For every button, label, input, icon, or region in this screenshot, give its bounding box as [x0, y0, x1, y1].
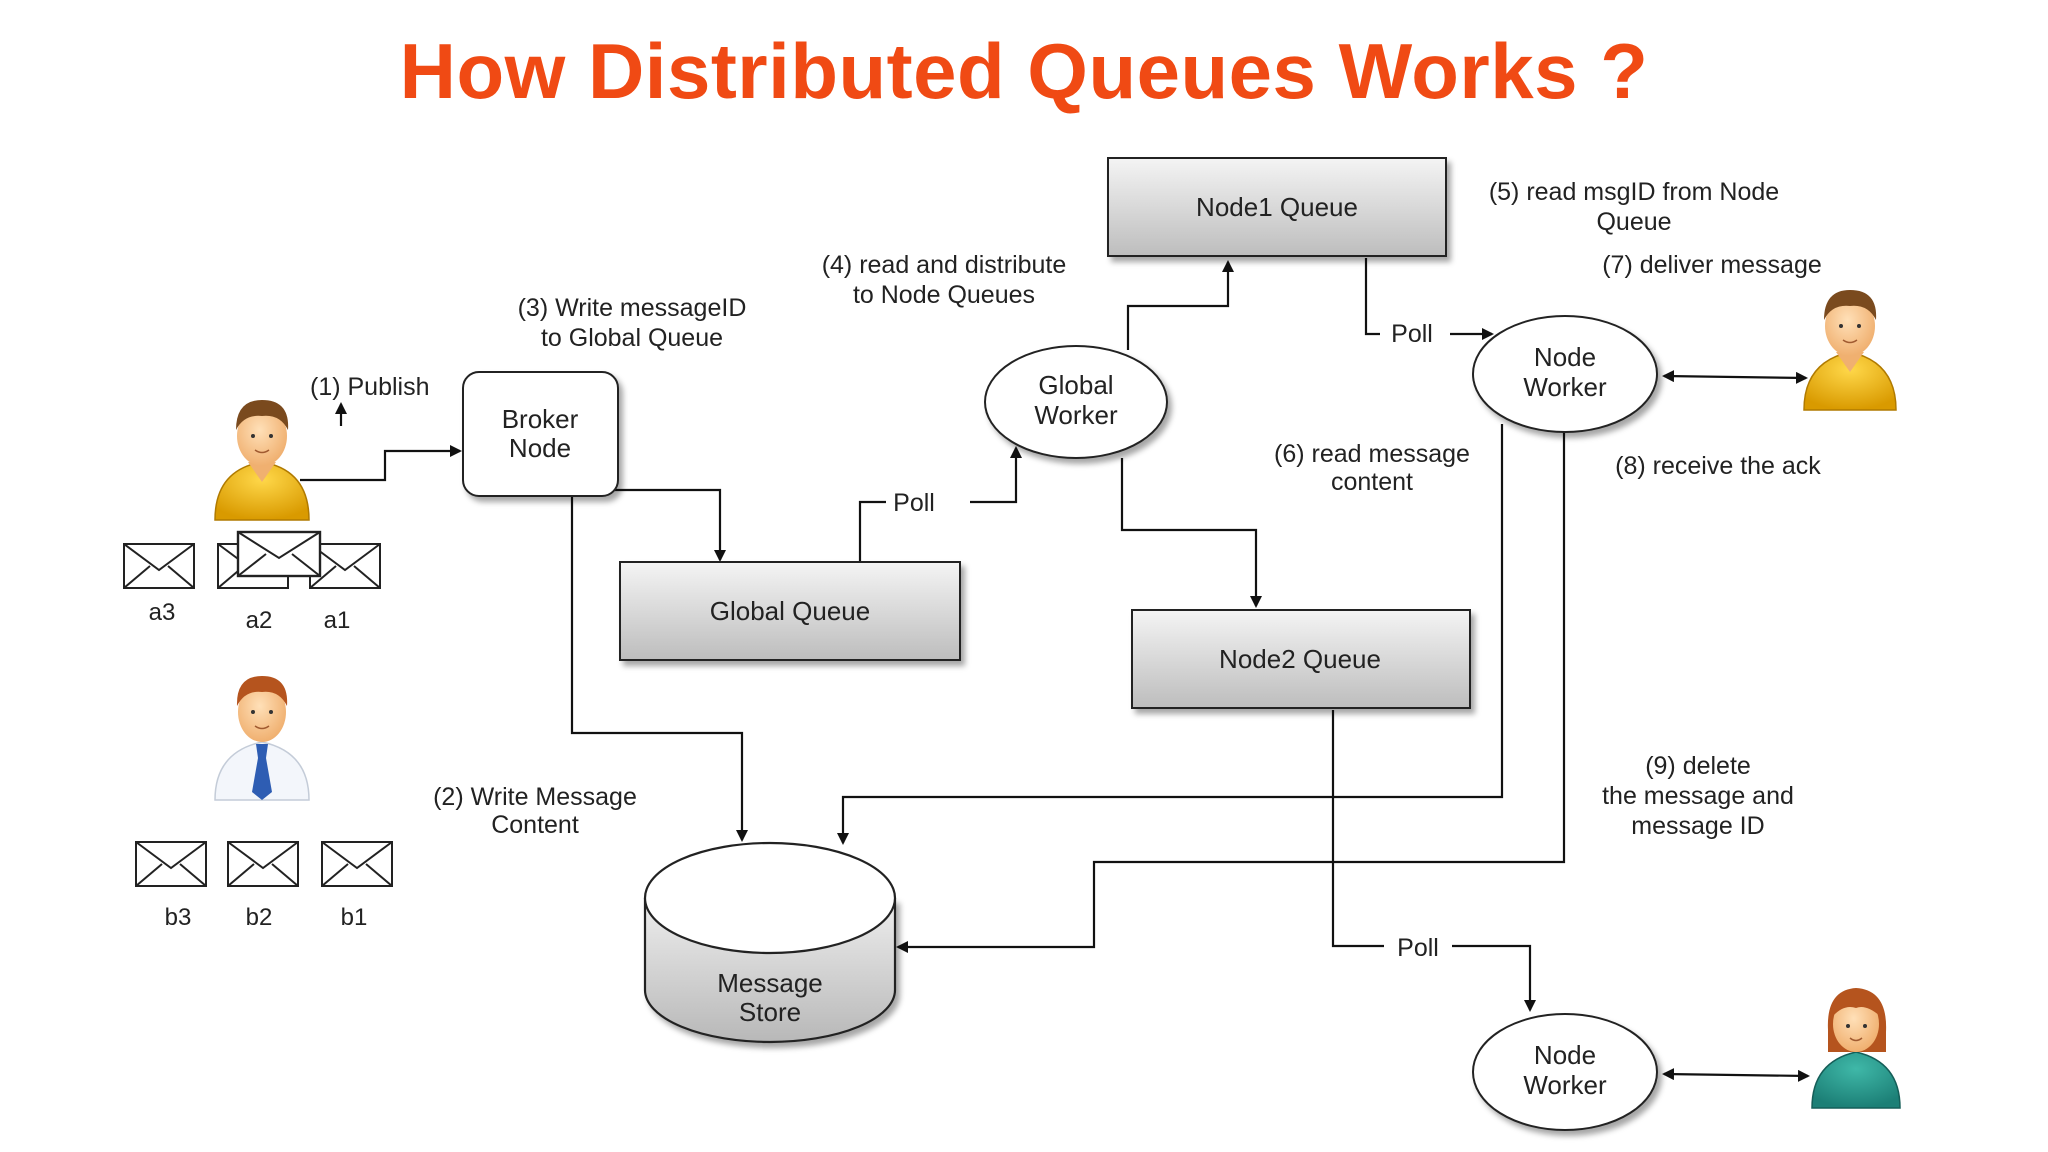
step-8-label: (8) receive the ack	[1615, 452, 1821, 480]
arrow-delete	[896, 432, 1566, 953]
envelope-a3-icon	[123, 543, 195, 589]
step-1-label: (1) Publish	[310, 373, 430, 401]
envelope-a2-label: a2	[246, 607, 273, 634]
arrow-broker-to-global-queue	[615, 488, 726, 562]
envelope-b2-icon	[227, 841, 299, 887]
arrow-poll-global	[858, 500, 886, 562]
envelope-a3-label: a3	[149, 599, 176, 626]
step-3-line1: (3) Write messageID	[518, 294, 747, 322]
broker-node-line1: Broker	[502, 404, 579, 434]
arrow-publish	[300, 445, 462, 482]
step-2-line1: (2) Write Message	[433, 783, 637, 811]
arrow-read-content	[837, 424, 1504, 845]
connectors	[300, 258, 1810, 1082]
message-store-line2: Store	[739, 997, 801, 1027]
node2-queue-label: Node2 Queue	[1219, 644, 1381, 674]
step-5-line1: (5) read msgID from Node	[1489, 178, 1779, 206]
step-4-line1: (4) read and distribute	[822, 251, 1067, 279]
step-6-line1: (6) read message	[1274, 440, 1470, 468]
broker-node-line2: Node	[509, 433, 571, 463]
arrow-gw-to-node2	[1120, 458, 1262, 608]
poll-label-node1: Poll	[1391, 320, 1433, 348]
message-store: Message Store	[643, 841, 897, 1044]
step-6-line2: content	[1331, 468, 1413, 496]
node-worker-2-line2: Worker	[1523, 1070, 1607, 1100]
node-worker-1-line2: Worker	[1523, 372, 1607, 402]
global-queue: Global Queue	[619, 561, 961, 661]
node-worker-2: Node Worker	[1472, 1013, 1658, 1131]
broker-node: Broker Node	[462, 371, 619, 497]
step-9-line2: the message and	[1602, 782, 1794, 810]
step-3-line2: to Global Queue	[541, 324, 723, 352]
envelope-a1-label: a1	[324, 607, 351, 634]
step-9-line3: message ID	[1631, 812, 1764, 840]
global-worker: Global Worker	[984, 345, 1168, 459]
consumer-2-avatar-icon	[1811, 988, 1901, 1109]
publisher-b-avatar-icon	[214, 676, 310, 801]
envelope-a2-icon	[236, 530, 322, 578]
step-2-line2: Content	[491, 811, 579, 839]
envelopes-b	[135, 841, 393, 887]
node1-queue: Node1 Queue	[1107, 157, 1447, 257]
publisher-a-avatar-icon	[214, 400, 310, 521]
poll-label-global: Poll	[893, 489, 935, 517]
arrow-broker-to-store	[570, 496, 748, 842]
arrow-poll-node1	[1364, 258, 1380, 336]
envelope-b2-label: b2	[246, 904, 273, 931]
node-worker-1: Node Worker	[1472, 315, 1658, 433]
envelope-b1-label: b1	[341, 904, 368, 931]
arrow-poll-node2	[1331, 710, 1384, 948]
global-worker-line2: Worker	[1034, 400, 1118, 430]
envelope-b3-icon	[135, 841, 207, 887]
poll-label-node2: Poll	[1397, 934, 1439, 962]
envelope-b1-icon	[321, 841, 393, 887]
message-store-line1: Message	[717, 968, 823, 998]
arrow-gw-to-node1	[1126, 260, 1234, 350]
arrow-deliver-ack	[1662, 370, 1808, 384]
global-queue-label: Global Queue	[710, 596, 870, 626]
arrow-deliver-ack-2	[1662, 1068, 1810, 1082]
envelopes-a	[123, 530, 381, 589]
node2-queue: Node2 Queue	[1131, 609, 1471, 709]
node-worker-2-line1: Node	[1534, 1040, 1596, 1070]
step-4-line2: to Node Queues	[853, 281, 1035, 309]
envelope-b3-label: b3	[165, 904, 192, 931]
slide-title: How Distributed Queues Works ?	[399, 27, 1649, 115]
envelope-a1-icon	[309, 543, 381, 589]
step-9-line1: (9) delete	[1645, 752, 1751, 780]
node1-queue-label: Node1 Queue	[1196, 192, 1358, 222]
step-7-label: (7) deliver message	[1602, 251, 1822, 279]
node-worker-1-line1: Node	[1534, 342, 1596, 372]
global-worker-line1: Global	[1038, 370, 1113, 400]
consumer-1-avatar-icon	[1803, 290, 1897, 411]
step-5-line2: Queue	[1596, 208, 1671, 236]
